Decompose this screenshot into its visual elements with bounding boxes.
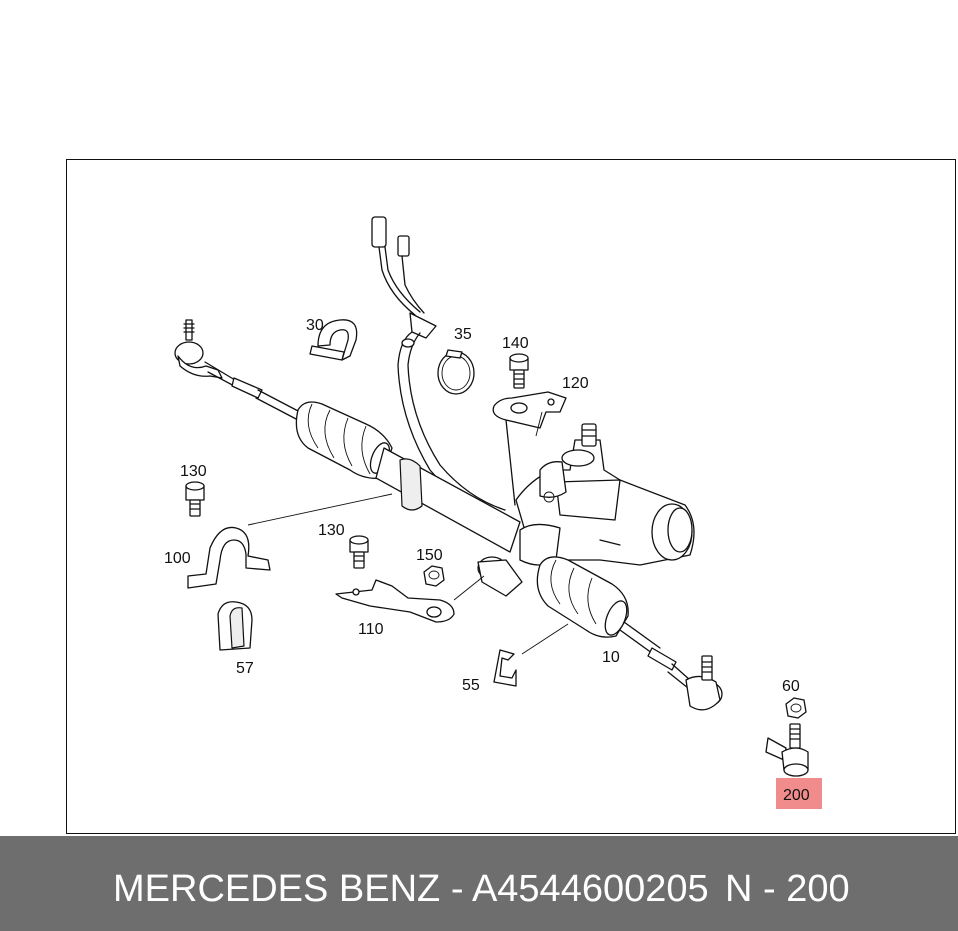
rack-housing-tube bbox=[375, 447, 521, 553]
callout-150: 150 bbox=[416, 547, 443, 564]
callout-120: 120 bbox=[562, 375, 589, 392]
wiring-harness bbox=[371, 216, 506, 519]
cable-clip-30 bbox=[309, 319, 358, 361]
rubber-bushing-57 bbox=[217, 601, 253, 651]
nut-150 bbox=[423, 565, 445, 587]
steering-gear-motor bbox=[515, 423, 695, 566]
callout-130-mid: 130 bbox=[318, 522, 345, 539]
callout-130-left: 130 bbox=[180, 463, 207, 480]
leader-lines bbox=[247, 411, 569, 655]
nut-60 bbox=[785, 697, 807, 719]
callout-100: 100 bbox=[164, 550, 191, 567]
hose-clamp-35 bbox=[437, 349, 475, 395]
steering-rack-diagram: 30 35 140 120 130 130 150 100 110 57 55 … bbox=[164, 216, 810, 804]
callout-200: 200 bbox=[783, 787, 810, 804]
right-bellows-boot bbox=[477, 556, 629, 638]
callout-30: 30 bbox=[306, 317, 324, 334]
clamp-bracket-100 bbox=[187, 526, 271, 589]
callout-140: 140 bbox=[502, 335, 529, 352]
footer-bar bbox=[0, 836, 958, 931]
bolt-130-left bbox=[185, 481, 205, 517]
footer-part-reference: N - 200 bbox=[725, 868, 850, 910]
callout-35: 35 bbox=[454, 326, 472, 343]
tie-rod-end-200 bbox=[765, 723, 809, 777]
bolt-140 bbox=[509, 353, 529, 389]
footer-part-title: MERCEDES BENZ - A4544600205 bbox=[113, 868, 709, 910]
callout-55: 55 bbox=[462, 677, 480, 694]
callout-57: 57 bbox=[236, 660, 254, 677]
highlight-marker bbox=[776, 778, 822, 809]
callout-10: 10 bbox=[602, 649, 620, 666]
callout-110: 110 bbox=[358, 621, 384, 638]
diagram-frame bbox=[66, 159, 956, 834]
callout-60: 60 bbox=[782, 678, 800, 695]
right-tie-rod bbox=[619, 621, 723, 711]
mounting-bracket-110 bbox=[335, 579, 455, 623]
callout-labels: 30 35 140 120 130 130 150 100 110 57 55 … bbox=[164, 317, 810, 804]
mounting-bracket-120 bbox=[492, 391, 567, 506]
bolt-130-mid bbox=[349, 535, 369, 569]
left-tie-rod bbox=[174, 319, 301, 421]
retaining-clip-55 bbox=[493, 649, 517, 687]
